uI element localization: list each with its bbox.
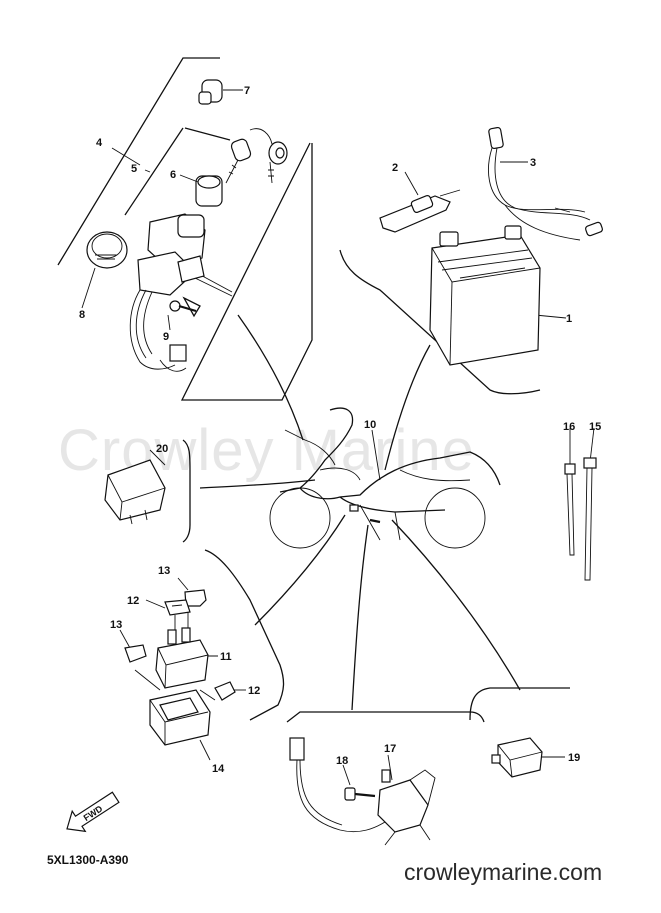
callout-10: 10	[364, 419, 376, 431]
connector-lines	[199, 314, 521, 711]
callout-15: 15	[589, 421, 601, 433]
part-13b-cap[interactable]	[124, 644, 147, 663]
part-19-group	[469, 687, 570, 778]
callout-17: 17	[384, 743, 396, 755]
callout-4: 4	[96, 137, 103, 149]
lead-group	[286, 711, 485, 846]
callout-14: 14	[212, 763, 225, 775]
site-label[interactable]: crowleymarine.com	[404, 859, 602, 885]
leader-lines	[81, 89, 595, 786]
fwd-arrow: FWD	[66, 791, 120, 833]
part-18-bolt[interactable]	[344, 787, 376, 801]
starter-relay-group	[124, 549, 285, 746]
callout-labels: 1 2 3 4 5 6 7 8 9 10 11 12 12 13 13 14 1…	[79, 85, 601, 775]
part-19-relay[interactable]	[491, 737, 543, 778]
callout-13b: 13	[110, 619, 122, 631]
part-16-cable-tie[interactable]	[564, 463, 576, 556]
part-8-cover[interactable]	[86, 231, 128, 269]
part-5-main-switch[interactable]	[129, 213, 233, 372]
part-12b-cap[interactable]	[214, 681, 236, 701]
callout-13a: 13	[158, 565, 170, 577]
part-15-cable-tie[interactable]	[583, 457, 597, 581]
callout-1: 1	[566, 313, 572, 325]
callout-8: 8	[79, 309, 85, 321]
callout-2: 2	[392, 162, 398, 174]
callout-12b: 12	[248, 685, 260, 697]
ignition-switch-group	[57, 57, 313, 401]
part-9-screw[interactable]	[169, 296, 201, 318]
part-1-battery[interactable]	[429, 225, 541, 366]
part-7-cap[interactable]	[198, 79, 223, 105]
part-20-relay[interactable]	[104, 459, 166, 525]
part-12-cap[interactable]	[164, 599, 191, 616]
part-10-scooter-frame[interactable]	[269, 407, 501, 549]
callout-11: 11	[220, 651, 232, 663]
part-2-battery-band[interactable]	[379, 189, 461, 233]
part-13-cap[interactable]	[184, 589, 207, 607]
callout-18: 18	[336, 755, 348, 767]
callout-20: 20	[156, 443, 168, 455]
diagram-code: 5XL1300-A390	[47, 853, 129, 867]
callout-9: 9	[163, 331, 169, 343]
part-20-relay-group	[104, 439, 191, 543]
callout-16: 16	[563, 421, 575, 433]
harness-lead[interactable]	[289, 737, 386, 833]
callout-5: 5	[131, 163, 137, 175]
part-6-keys[interactable]	[195, 128, 288, 207]
callout-6: 6	[170, 169, 176, 181]
callout-19: 19	[568, 752, 580, 764]
part-14-relay-cover[interactable]	[149, 689, 211, 746]
part-11-starter-relay[interactable]	[155, 612, 209, 689]
battery-group	[339, 126, 603, 395]
callout-7: 7	[244, 85, 250, 97]
callout-3: 3	[530, 157, 536, 169]
part-3-battery-cable[interactable]	[488, 126, 603, 241]
callout-12a: 12	[127, 595, 139, 607]
part-17-solenoid[interactable]	[377, 769, 436, 846]
